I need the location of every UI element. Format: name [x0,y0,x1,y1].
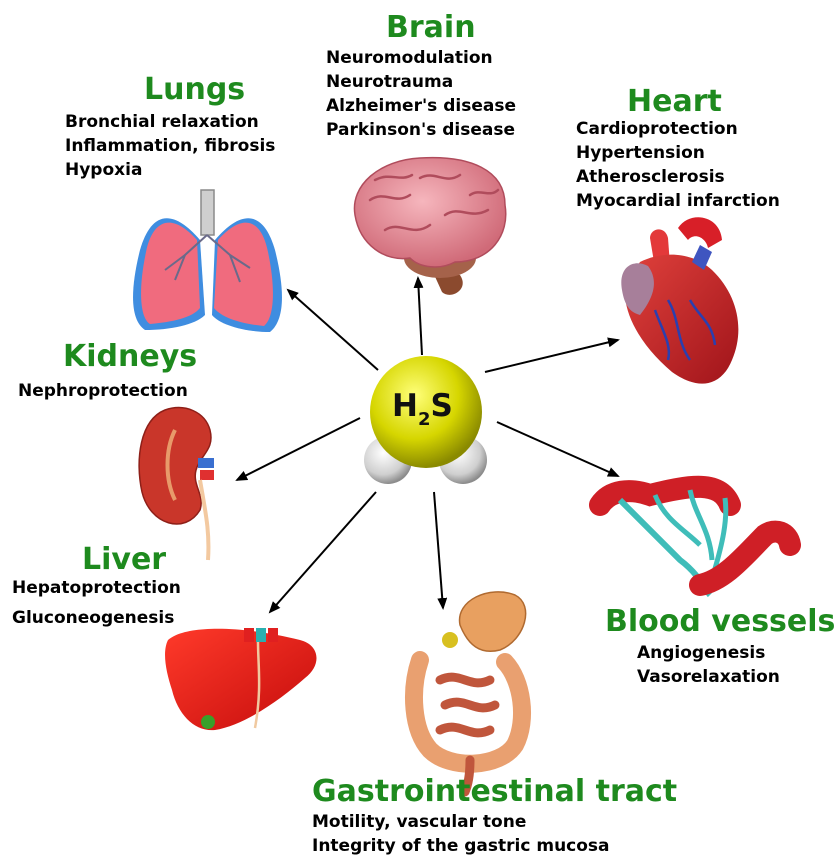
brain-illustration [354,158,505,295]
gi-tract-effect: Integrity of the gastric mucosa [312,834,610,858]
brain-effect: Neuromodulation [326,46,516,70]
kidneys-effects: Nephroprotection [18,379,188,403]
arrow-to-liver [270,492,376,612]
arrow-to-blood-vessels [497,422,618,476]
gi-tract-title: Gastrointestinal tract [312,776,677,808]
heart-title: Heart [627,86,722,118]
liver-effects: Hepatoprotection Gluconeogenesis [12,576,181,630]
h2s-label-h: H [392,388,418,424]
lungs-effects: Bronchial relaxation Inflammation, fibro… [65,110,275,182]
h2s-label-s: S [430,388,452,424]
gi-tract-illustration [414,592,526,792]
liver-effect: Hepatoprotection [12,576,181,600]
brain-effect: Neurotrauma [326,70,516,94]
heart-effects: Cardioprotection Hypertension Atheroscle… [576,117,780,213]
lungs-effect: Bronchial relaxation [65,110,275,134]
h2s-label: H2S [392,390,453,427]
blood-vessels-effect: Angiogenesis [637,641,780,665]
blood-vessels-illustration [600,487,790,595]
heart-illustration [621,217,738,383]
h2s-label-subscript: 2 [418,409,431,430]
heart-effect: Hypertension [576,141,780,165]
arrow-to-brain [418,278,422,355]
arrow-to-kidneys [237,418,360,480]
liver-title: Liver [82,544,166,576]
heart-effect: Cardioprotection [576,117,780,141]
lungs-effect: Inflammation, fibrosis [65,134,275,158]
gi-tract-effect: Motility, vascular tone [312,810,610,834]
blood-vessels-title: Blood vessels [605,606,835,638]
brain-effect: Alzheimer's disease [326,94,516,118]
lungs-effect: Hypoxia [65,158,275,182]
lungs-illustration [133,190,282,332]
blood-vessels-effect: Vasorelaxation [637,665,780,689]
brain-title: Brain [386,12,476,44]
lungs-title: Lungs [144,74,245,106]
kidneys-effect: Nephroprotection [18,379,188,403]
blood-vessels-effects: Angiogenesis Vasorelaxation [637,641,780,689]
arrow-to-gi-tract [434,492,443,608]
kidney-illustration [139,408,214,560]
brain-effect: Parkinson's disease [326,118,516,142]
arrow-to-heart [485,340,618,372]
brain-effects: Neuromodulation Neurotrauma Alzheimer's … [326,46,516,142]
arrow-to-lungs [288,290,378,370]
heart-effect: Atherosclerosis [576,165,780,189]
gi-tract-effects: Motility, vascular tone Integrity of the… [312,810,610,858]
kidneys-title: Kidneys [63,341,197,373]
heart-effect: Myocardial infarction [576,189,780,213]
liver-illustration [165,628,316,730]
liver-effect: Gluconeogenesis [12,606,181,630]
